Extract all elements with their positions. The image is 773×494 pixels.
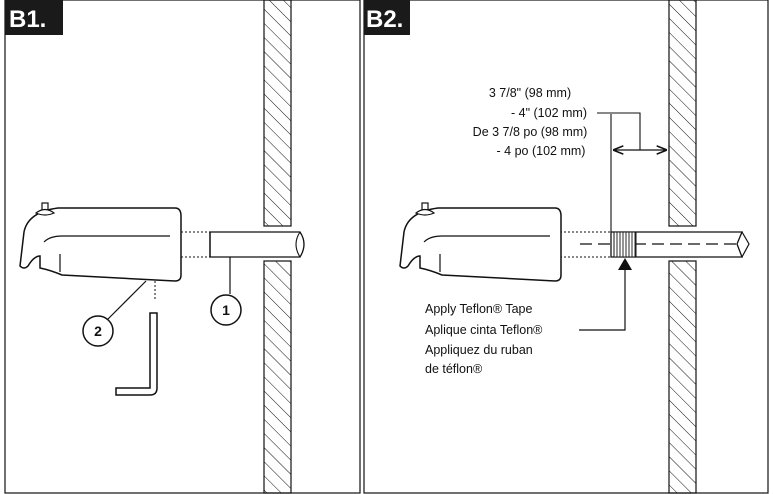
tape-leader <box>579 262 626 331</box>
panel-b1-label: B1. <box>9 6 46 33</box>
panel-b1: B1. 1 2 <box>4 0 361 494</box>
panel-b2: B2. <box>363 0 769 494</box>
dimension-line-3: De 3 7/8 po (98 mm) <box>473 125 588 139</box>
wall-section-icon <box>263 0 292 494</box>
tape-line-4: de téflon® <box>425 362 483 376</box>
panel-b2-label-bg <box>364 0 410 35</box>
dimension-leader <box>597 112 641 150</box>
tape-line-3: Appliquez du ruban <box>425 343 533 357</box>
callout-1-circle <box>210 294 242 326</box>
dimension-line-1: 3 7/8" (98 mm) <box>489 86 571 100</box>
callout-1-number: 1 <box>222 302 230 318</box>
teflon-tape-threads <box>613 231 637 258</box>
dimension-line-2: - 4" (102 mm) <box>511 106 587 120</box>
pipe-icon <box>580 231 750 258</box>
tape-arrowhead <box>618 258 632 270</box>
tape-line-1: Apply Teflon® Tape <box>425 302 532 316</box>
dimension-label: 3 7/8" (98 mm) - 4" (102 mm) De 3 7/8 po… <box>473 86 588 158</box>
callout-2-number: 2 <box>94 323 102 339</box>
tape-line-2: Aplique cinta Teflon® <box>425 323 543 337</box>
pipe-icon <box>209 231 305 258</box>
panel-b1-label-bg <box>5 0 63 35</box>
dimension-line-4: - 4 po (102 mm) <box>497 144 586 158</box>
wall-section-icon <box>668 0 697 494</box>
panel-b2-label: B2. <box>366 6 403 33</box>
callout-2-leader <box>107 280 147 320</box>
allen-wrench-icon <box>115 312 158 396</box>
tub-spout-icon <box>399 202 562 282</box>
tub-spout-icon <box>19 202 182 282</box>
tape-label: Apply Teflon® Tape Aplique cinta Teflon®… <box>425 302 543 376</box>
callout-2-circle <box>82 315 114 347</box>
